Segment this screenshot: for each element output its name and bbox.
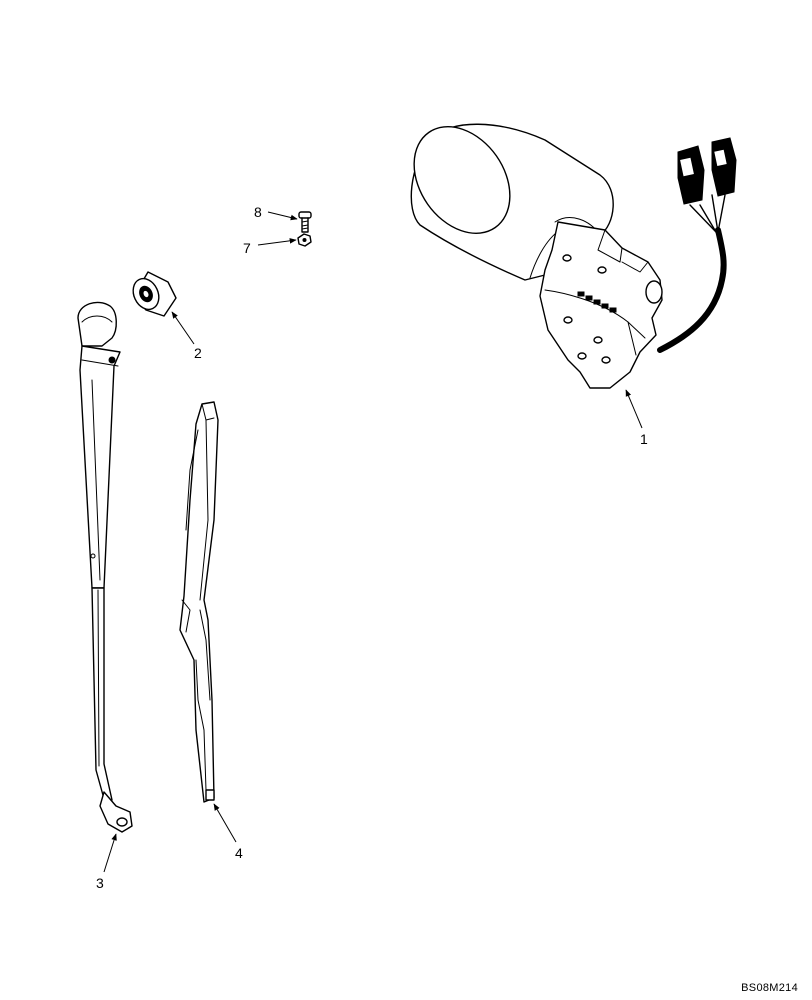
leader-2 [171, 311, 195, 345]
leader-1 [625, 389, 643, 429]
wiper-arm [77, 301, 133, 833]
leader-7 [257, 238, 297, 246]
leader-4 [213, 803, 237, 843]
callout-8: 8 [254, 204, 262, 220]
bolt [298, 211, 312, 233]
nut [297, 233, 312, 247]
callout-4: 4 [235, 845, 243, 861]
bushing [132, 271, 177, 317]
callout-7: 7 [243, 240, 251, 256]
callout-1: 1 [640, 431, 648, 447]
drawing-id: BS08M214 [741, 982, 798, 994]
leader-8 [267, 211, 298, 221]
leader-3 [103, 833, 117, 873]
wiper-blade [179, 401, 219, 803]
callout-2: 2 [194, 345, 202, 361]
wiper-motor [410, 123, 737, 389]
callout-3: 3 [96, 875, 104, 891]
